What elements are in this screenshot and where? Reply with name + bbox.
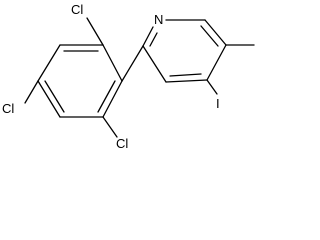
bond-ph-c4-c5-double (44, 80, 65, 113)
bond-c4-cl (24, 80, 39, 104)
bond-c6-c5 (204, 19, 227, 46)
structure-diagram: N I Cl Cl Cl (2, 2, 255, 151)
bond-c6-c5-double (200, 25, 219, 47)
bond-ph-c1-c2 (102, 44, 123, 82)
pyridine-substituents (206, 44, 255, 95)
atom-label-cl-bottom-right: Cl (116, 136, 128, 151)
atom-label-cl-top: Cl (71, 2, 83, 17)
bond-c4-c3-double (169, 73, 202, 77)
atom-label-n: N (154, 12, 163, 27)
bond-ph-c3-c4 (37, 44, 61, 82)
bond-c4-c3 (165, 79, 208, 83)
bond-c5-c4 (206, 44, 227, 81)
molecule-structure: N I Cl Cl Cl (2, 2, 255, 151)
pyridine-ring (142, 19, 227, 83)
bond-ph-c6-c1-double (97, 80, 116, 113)
bond-biaryl (121, 45, 144, 82)
bond-n-c2-double (149, 32, 158, 47)
trichlorophenyl-ring (37, 44, 123, 118)
bond-ph-c6-c1 (102, 80, 123, 118)
bond-c6-cl (102, 116, 118, 138)
atom-label-cl-bottom-left: Cl (2, 101, 14, 116)
bond-c4-iodine (206, 79, 218, 95)
bond-c2-cl-top (86, 17, 104, 46)
chlorine-bonds (24, 17, 118, 138)
bond-ph-c4-c5 (37, 80, 61, 118)
atom-label-i: I (216, 96, 220, 111)
bond-n-c2 (142, 26, 154, 47)
bond-c3-c2 (142, 45, 167, 83)
